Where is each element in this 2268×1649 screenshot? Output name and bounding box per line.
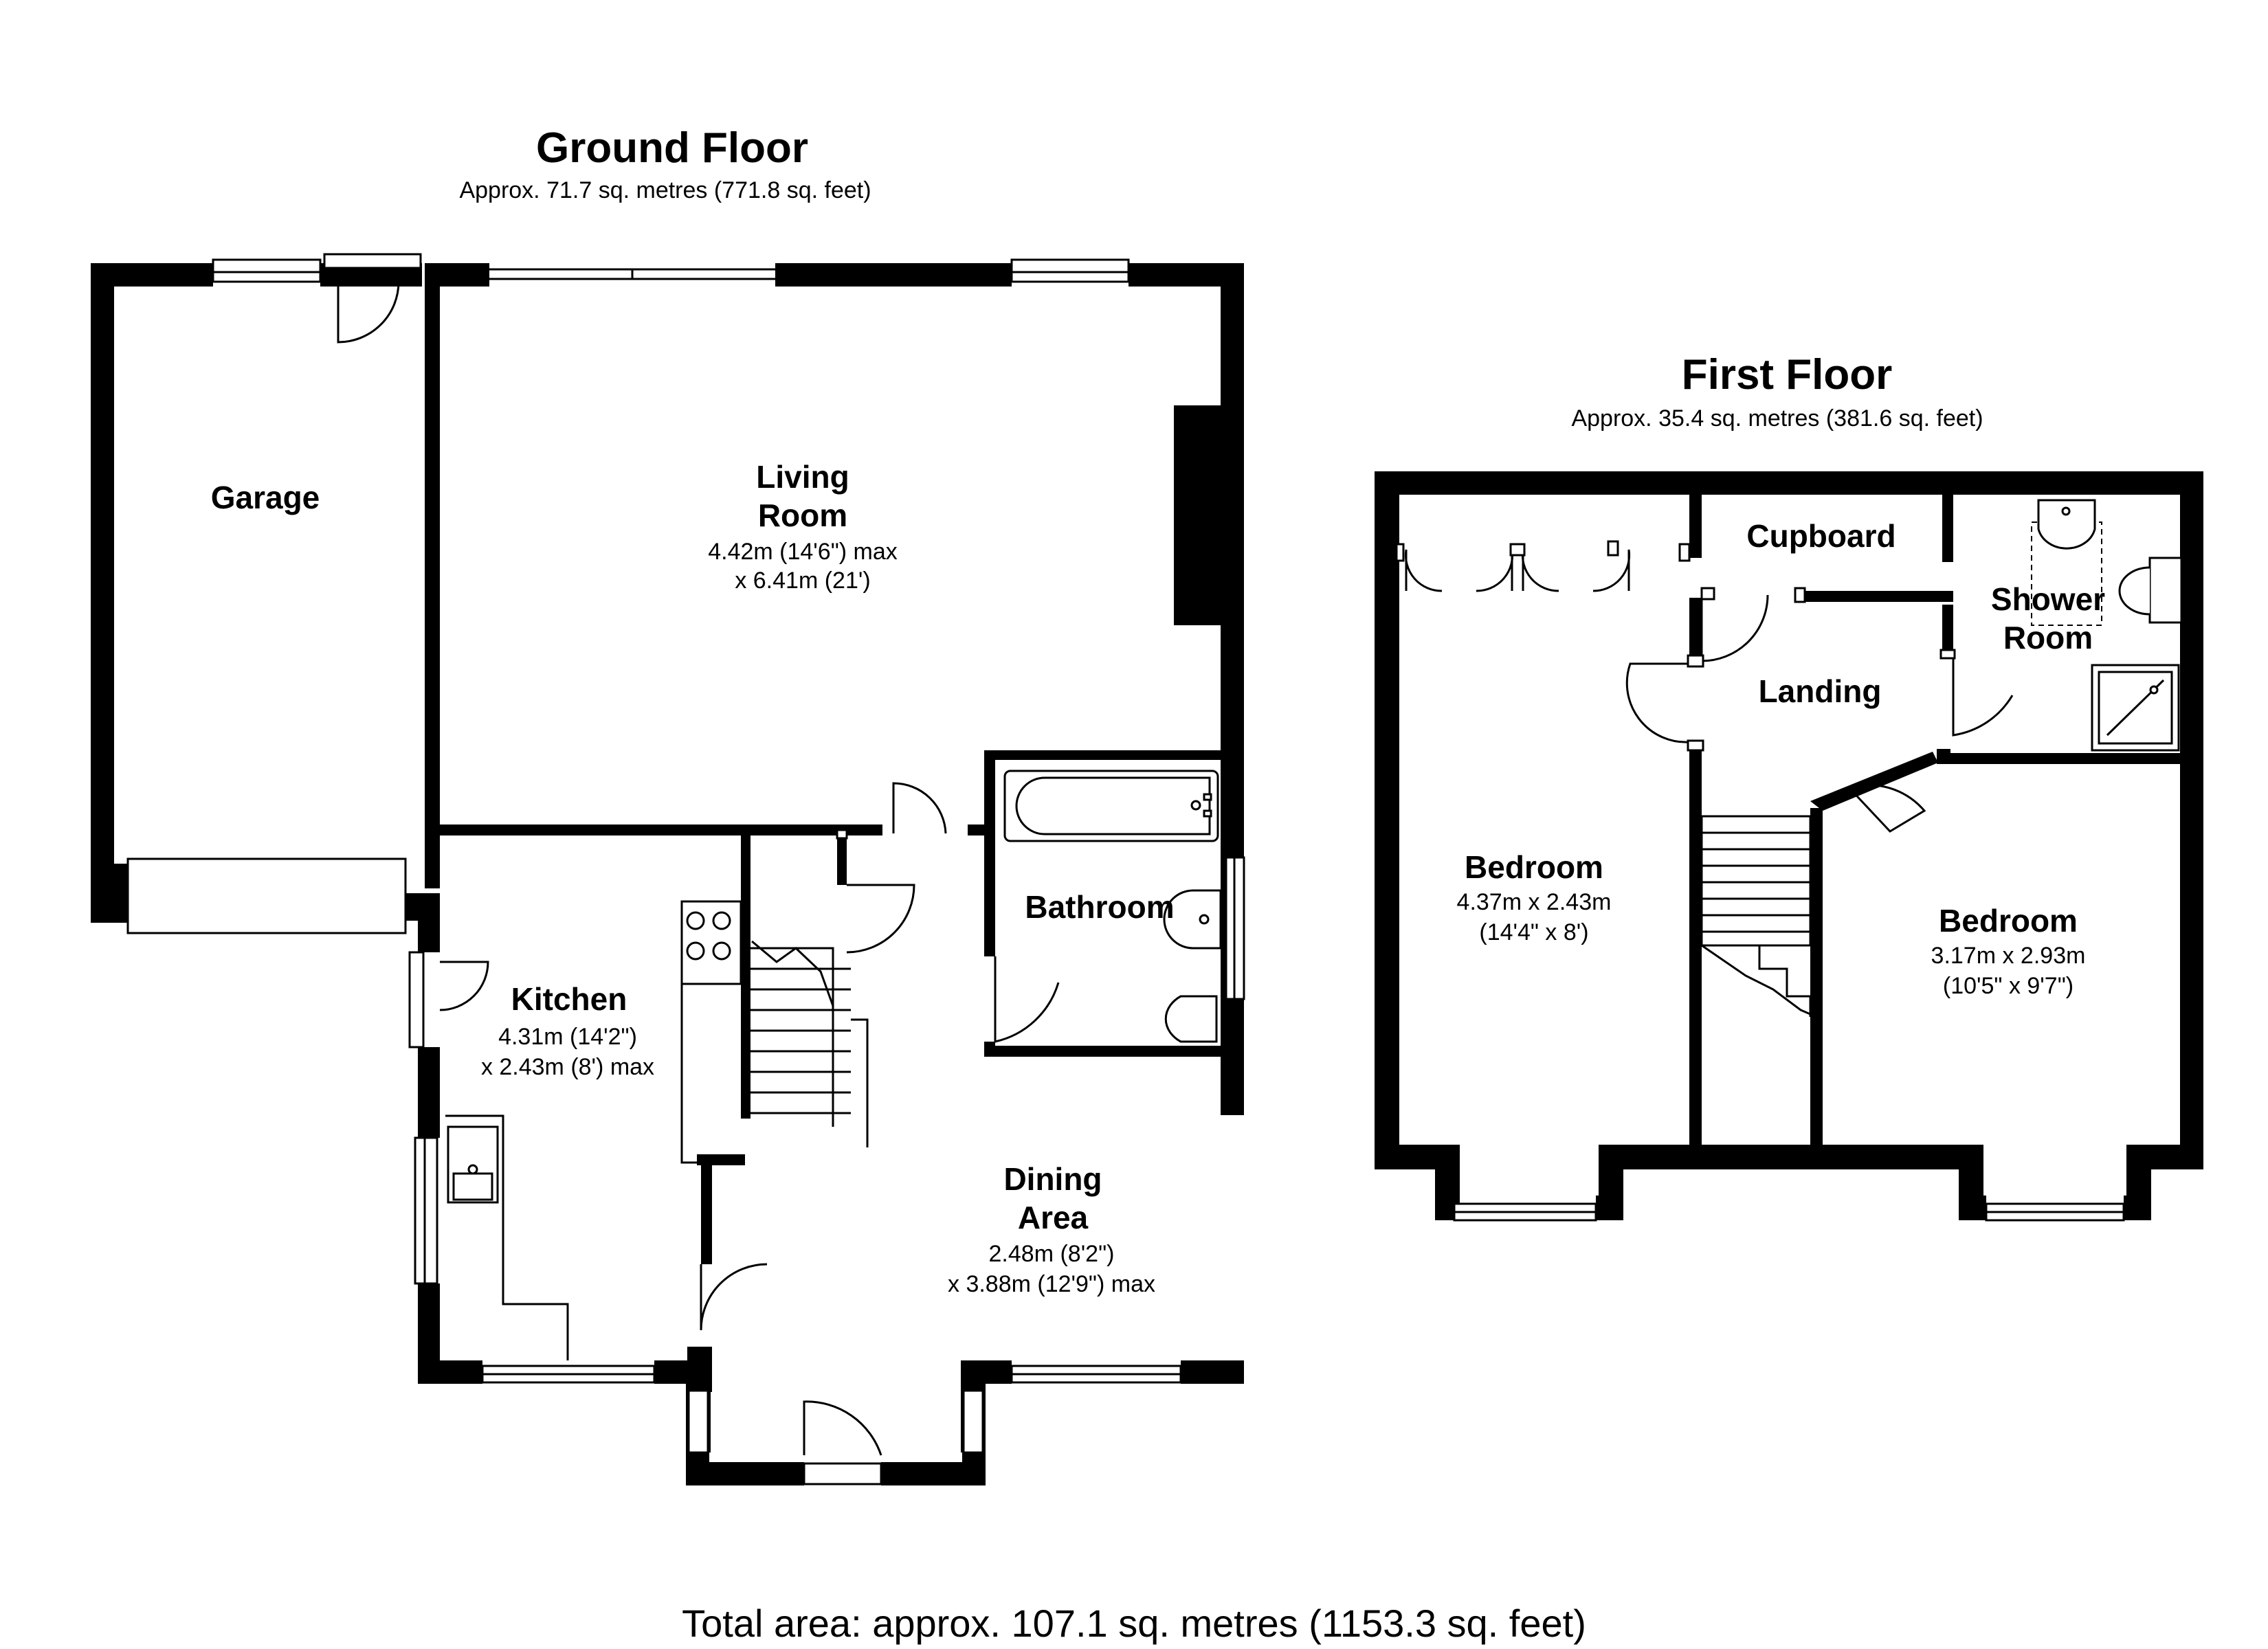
first-floor-windows xyxy=(1453,1202,2125,1222)
landing-label: Landing xyxy=(1759,673,1882,709)
kitchen-fixtures xyxy=(445,900,742,1360)
bedroom-right-dim-line2: (10'5" x 9'7") xyxy=(1943,973,2074,999)
ground-floor-plan: Ground Floor Approx. 71.7 sq. metres (77… xyxy=(91,124,1245,1485)
wardrobe-doors xyxy=(1395,540,1691,592)
first-floor-doors xyxy=(1625,587,2014,833)
first-floor-area: Approx. 35.4 sq. metres (381.6 sq. feet) xyxy=(1571,405,1983,431)
cupboard-label: Cupboard xyxy=(1746,518,1895,554)
living-room-label-line2: Room xyxy=(758,497,847,533)
bedroom-left-dim-line2: (14'4" x 8') xyxy=(1479,919,1588,945)
total-area: Total area: approx. 107.1 sq. metres (11… xyxy=(682,1602,1586,1645)
dining-area-label-line1: Dining xyxy=(1003,1161,1102,1197)
bedroom-right-dim-line1: 3.17m x 2.93m xyxy=(1931,943,2086,969)
ground-floor-windows xyxy=(126,253,1245,1485)
kitchen-dim-line1: 4.31m (14'2") xyxy=(498,1024,637,1050)
bedroom-right-label: Bedroom xyxy=(1939,903,2078,939)
dining-area-dim-line2: x 3.88m (12'9") max xyxy=(948,1271,1155,1297)
bedroom-left-dim-line1: 4.37m x 2.43m xyxy=(1457,889,1612,915)
living-room-label-line1: Living xyxy=(756,459,849,495)
shower-room-fixtures xyxy=(2031,499,2183,752)
first-floor-labels: Cupboard Shower Room Landing Bedroom 4.3… xyxy=(1457,518,2106,999)
ground-floor-area: Approx. 71.7 sq. metres (771.8 sq. feet) xyxy=(459,177,871,203)
ground-floor-stairs xyxy=(751,940,869,1147)
living-room-sliding-door xyxy=(489,268,775,280)
shower-room-label-line1: Shower xyxy=(1991,581,2105,617)
bathroom-fixtures xyxy=(1003,770,1222,1043)
bedroom-left-label: Bedroom xyxy=(1465,849,1603,885)
living-room-dim-line1: 4.42m (14'6") max xyxy=(708,539,898,565)
first-floor-title: First Floor xyxy=(1682,351,1893,399)
kitchen-label: Kitchen xyxy=(511,981,627,1017)
ground-floor-labels: Garage Living Room 4.42m (14'6") max x 6… xyxy=(211,459,1175,1297)
first-floor-stairs xyxy=(1700,815,1812,1017)
bathroom-label: Bathroom xyxy=(1025,889,1174,925)
dining-area-label-line2: Area xyxy=(1018,1200,1089,1235)
dining-area-dim-line1: 2.48m (8'2") xyxy=(989,1241,1115,1267)
first-floor-walls xyxy=(1375,471,2203,1220)
ground-floor-title: Ground Floor xyxy=(536,124,808,172)
living-room-dim-line2: x 6.41m (21') xyxy=(735,568,870,594)
shower-room-label-line2: Room xyxy=(2003,620,2093,655)
garage-label: Garage xyxy=(211,480,320,515)
kitchen-dim-line2: x 2.43m (8') max xyxy=(481,1054,654,1080)
ground-floor-doors xyxy=(337,281,1060,1456)
first-floor-plan: First Floor Approx. 35.4 sq. metres (381… xyxy=(1375,351,2203,1222)
